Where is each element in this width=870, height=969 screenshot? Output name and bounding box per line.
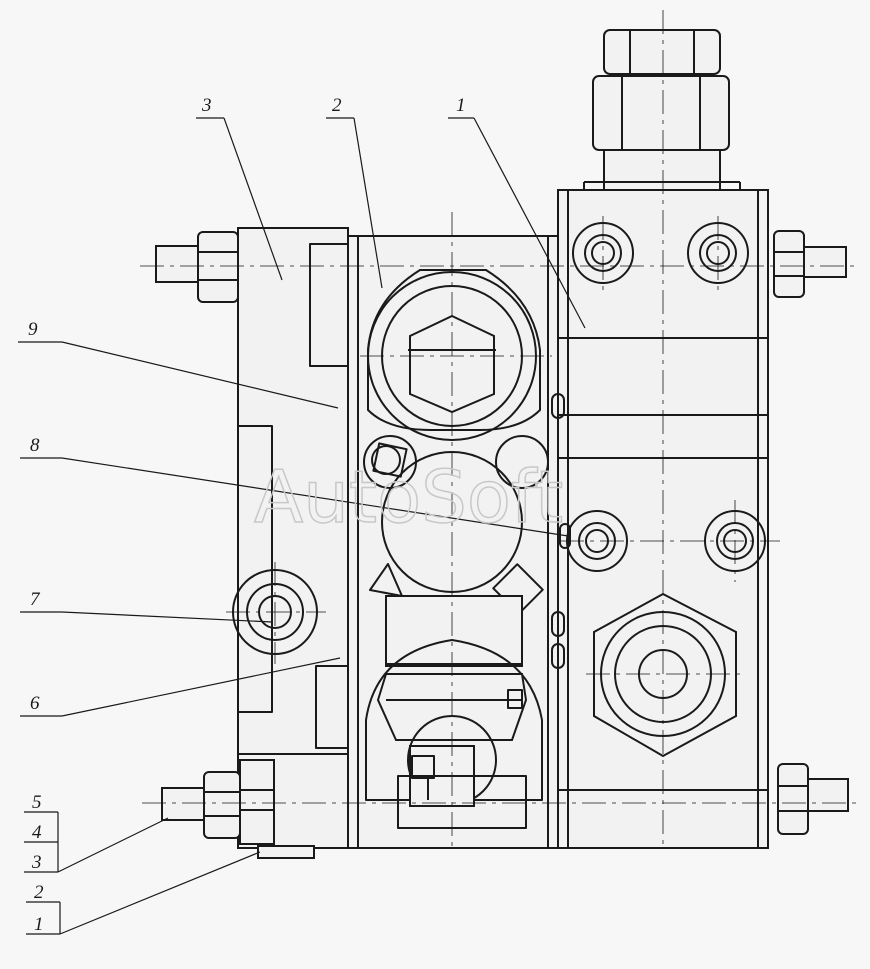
callout-3-label: 3	[201, 95, 212, 116]
valve-body-3	[237, 227, 349, 859]
watermark: AutoSoft	[254, 455, 563, 539]
top-hex-nut	[583, 29, 741, 191]
stud-right-top	[773, 230, 847, 298]
callout-3b-label: 3	[31, 852, 42, 873]
callout-9-label: 9	[28, 319, 38, 340]
callout-1: 1	[448, 95, 586, 329]
callout-9: 9	[18, 319, 339, 409]
stud-right-bottom	[777, 763, 849, 835]
callout-stack-2-1: 2 1	[26, 851, 261, 935]
callout-6: 6	[20, 657, 341, 717]
callout-2b-label: 2	[34, 882, 44, 903]
callout-8-label: 8	[30, 435, 40, 456]
callout-3: 3	[196, 95, 283, 281]
callout-2-label: 2	[332, 95, 342, 116]
stud-left-bottom	[161, 759, 275, 845]
callout-5-label: 5	[32, 792, 42, 813]
callout-1-label: 1	[456, 95, 466, 116]
callout-7-label: 7	[30, 589, 41, 610]
callout-8: 8	[20, 435, 569, 537]
callout-7: 7	[20, 589, 273, 623]
callout-stack-5-4-3: 5 4 3	[24, 792, 169, 873]
center-lines	[140, 10, 860, 848]
callout-2: 2	[326, 95, 383, 289]
stud-left-top	[155, 231, 239, 303]
callout-4-label: 4	[32, 822, 42, 843]
callout-1b-label: 1	[34, 914, 44, 935]
callout-6-label: 6	[30, 693, 40, 714]
